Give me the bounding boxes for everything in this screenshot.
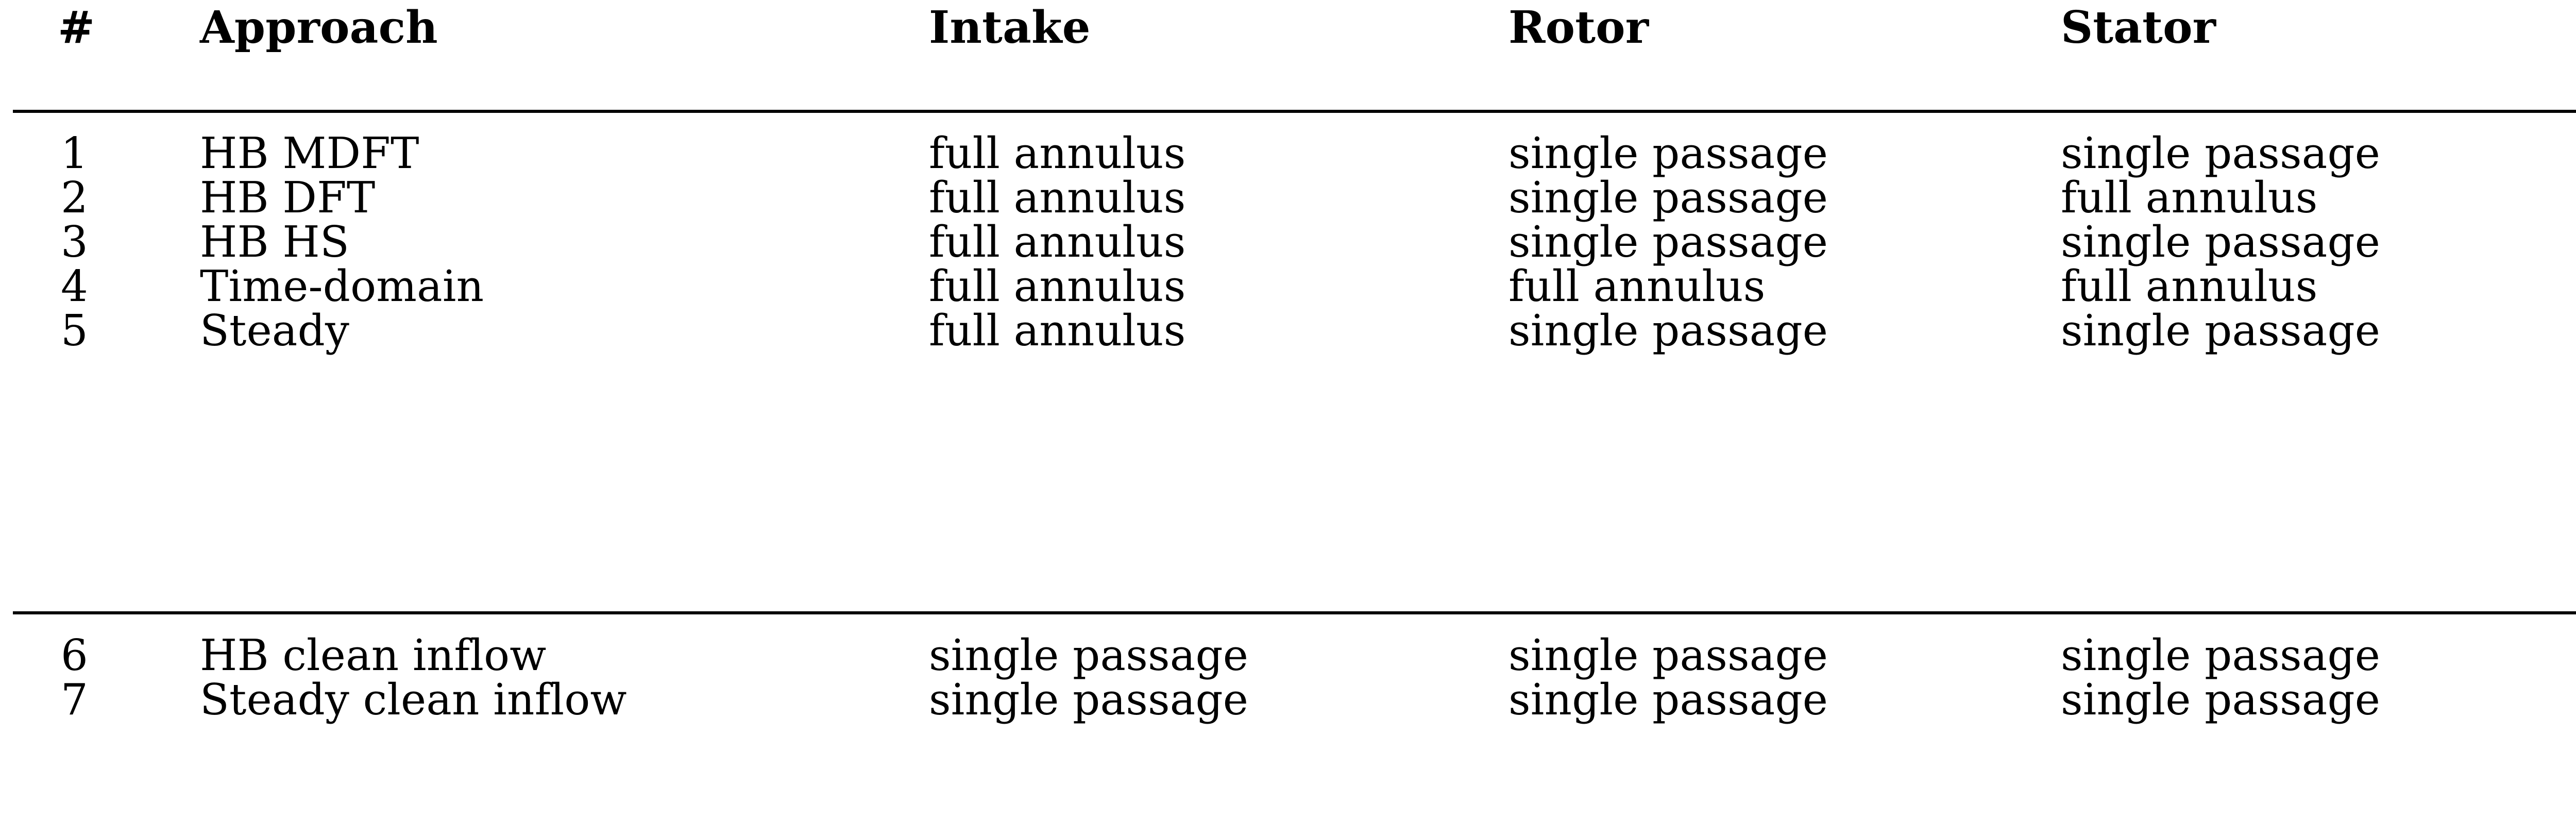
row-stator: full annulus — [2061, 173, 2318, 223]
row-number: 4 — [61, 261, 89, 311]
table-toprule — [13, 110, 2576, 113]
row-intake: full annulus — [929, 261, 1186, 311]
row-intake: full annulus — [929, 173, 1186, 223]
row-number: 3 — [61, 217, 89, 267]
row-approach: Steady clean inflow — [200, 675, 627, 725]
row-rotor: single passage — [1509, 306, 1828, 356]
row-approach: HB clean inflow — [200, 630, 547, 680]
table-header-row: # Approach Intake Rotor Stator Cells — [0, 4, 2576, 52]
row-number: 5 — [61, 306, 89, 356]
row-intake: single passage — [929, 675, 1249, 725]
row-approach: HB MDFT — [200, 128, 419, 178]
table-row: 3 HB HS full annulus single passage sing… — [0, 219, 2576, 266]
row-stator: single passage — [2061, 217, 2381, 267]
row-intake: full annulus — [929, 217, 1186, 267]
table-row: 7 Steady clean inflow single passage sin… — [0, 676, 2576, 724]
row-intake: full annulus — [929, 128, 1186, 178]
table-row: 5 Steady full annulus single passage sin… — [0, 307, 2576, 355]
column-header-intake: Intake — [929, 2, 1091, 54]
row-number: 1 — [61, 128, 89, 178]
row-rotor: single passage — [1509, 675, 1828, 725]
row-approach: Time-domain — [200, 261, 484, 311]
column-header-number: # — [58, 2, 95, 54]
row-intake: single passage — [929, 630, 1249, 680]
row-rotor: single passage — [1509, 217, 1828, 267]
row-number: 7 — [61, 675, 89, 725]
row-number: 2 — [61, 173, 89, 223]
row-stator: single passage — [2061, 128, 2381, 178]
row-stator: single passage — [2061, 630, 2381, 680]
column-header-rotor: Rotor — [1509, 2, 1649, 54]
row-approach: HB HS — [200, 217, 350, 267]
row-rotor: single passage — [1509, 128, 1828, 178]
table-row: 4 Time-domain full annulus full annulus … — [0, 263, 2576, 310]
column-header-stator: Stator — [2061, 2, 2216, 54]
table-row: 1 HB MDFT full annulus single passage si… — [0, 130, 2576, 177]
row-approach: HB DFT — [200, 173, 376, 223]
row-stator: single passage — [2061, 675, 2381, 725]
row-number: 6 — [61, 630, 89, 680]
table-row: 6 HB clean inflow single passage single … — [0, 632, 2576, 679]
row-rotor: single passage — [1509, 630, 1828, 680]
row-approach: Steady — [200, 306, 350, 356]
column-header-approach: Approach — [200, 2, 438, 54]
table-midrule — [13, 611, 2576, 614]
row-rotor: single passage — [1509, 173, 1828, 223]
row-stator: full annulus — [2061, 261, 2318, 311]
row-intake: full annulus — [929, 306, 1186, 356]
table-row: 2 HB DFT full annulus single passage ful… — [0, 174, 2576, 222]
row-rotor: full annulus — [1509, 261, 1766, 311]
row-stator: single passage — [2061, 306, 2381, 356]
